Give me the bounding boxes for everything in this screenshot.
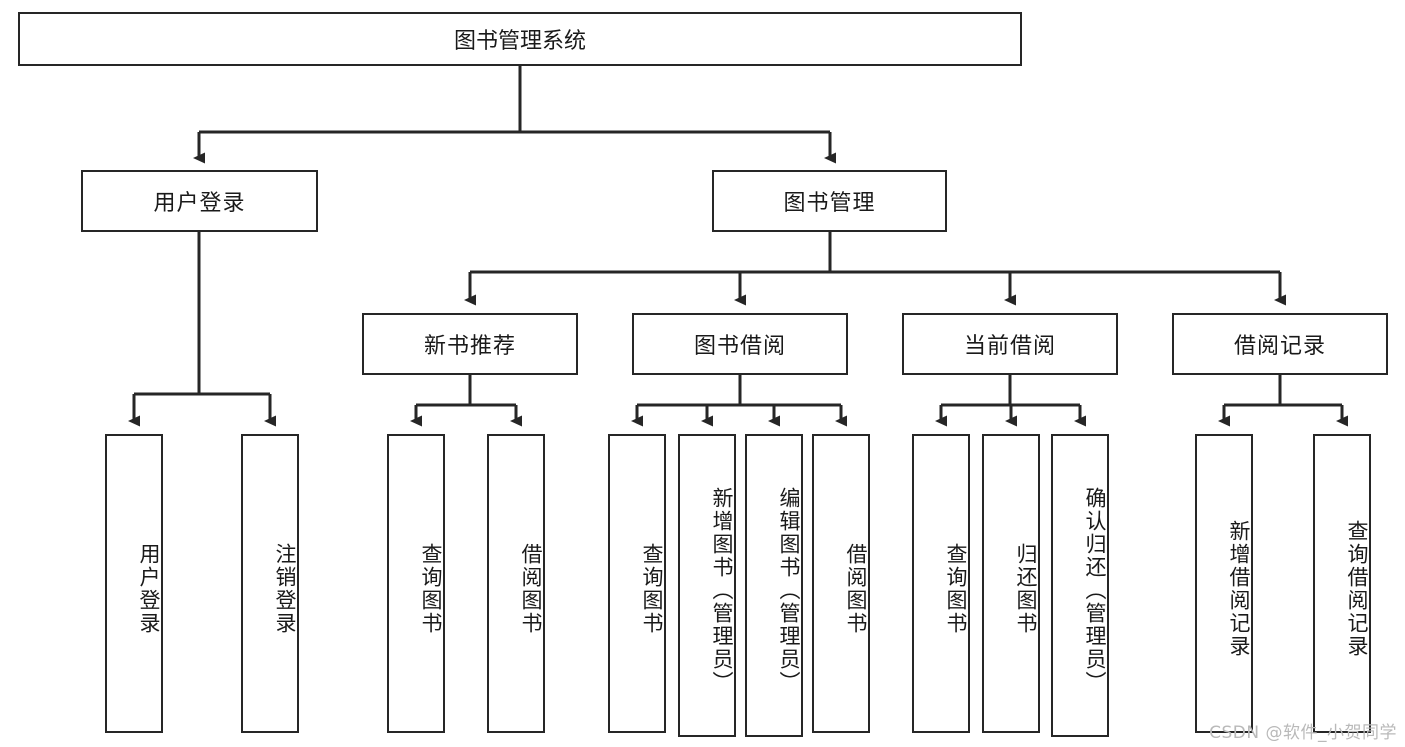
node-label: 用户登录: [137, 542, 161, 635]
leaf-edit-book-admin[interactable]: 编辑图书（管理员）: [745, 434, 803, 737]
node-new-book-recommend[interactable]: 新书推荐: [362, 313, 578, 375]
node-label: 注销登录: [273, 542, 297, 635]
leaf-query-book-newbook[interactable]: 查询图书: [387, 434, 445, 733]
leaf-add-book-admin[interactable]: 新增图书（管理员）: [678, 434, 736, 737]
node-label: 查询图书: [640, 542, 664, 635]
leaf-confirm-return-admin[interactable]: 确认归还（管理员）: [1051, 434, 1109, 737]
node-label: 图书借阅: [693, 334, 786, 359]
node-label: 图书管理: [783, 191, 876, 216]
leaf-borrow-book[interactable]: 借阅图书: [812, 434, 870, 733]
node-label: 查询图书: [944, 542, 968, 635]
node-user-login[interactable]: 用户登录: [81, 170, 318, 232]
node-label: 借阅记录: [1233, 334, 1326, 359]
node-label: 查询借阅记录: [1345, 519, 1369, 658]
leaf-add-borrow-record[interactable]: 新增借阅记录: [1195, 434, 1253, 733]
leaf-query-book-borrow[interactable]: 查询图书: [608, 434, 666, 733]
leaf-query-borrow-record[interactable]: 查询借阅记录: [1313, 434, 1371, 733]
node-current-borrow[interactable]: 当前借阅: [902, 313, 1118, 375]
node-label: 新书推荐: [423, 334, 516, 359]
csdn-watermark: CSDN @软件_小贺同学: [1209, 723, 1397, 743]
node-label: 图书管理系统: [453, 29, 586, 54]
node-label: 用户登录: [153, 191, 246, 216]
leaf-query-book-current[interactable]: 查询图书: [912, 434, 970, 733]
node-root-system[interactable]: 图书管理系统: [18, 12, 1022, 66]
node-label: 确认归还（管理员）: [1083, 487, 1107, 694]
node-label: 新增借阅记录: [1227, 519, 1251, 658]
node-book-borrow[interactable]: 图书借阅: [632, 313, 848, 375]
node-label: 归还图书: [1014, 542, 1038, 635]
node-label: 新增图书（管理员）: [710, 487, 734, 694]
leaf-logout[interactable]: 注销登录: [241, 434, 299, 733]
leaf-return-book[interactable]: 归还图书: [982, 434, 1040, 733]
node-label: 借阅图书: [844, 542, 868, 635]
node-label: 编辑图书（管理员）: [777, 487, 801, 694]
node-borrow-record[interactable]: 借阅记录: [1172, 313, 1388, 375]
node-book-management[interactable]: 图书管理: [712, 170, 947, 232]
node-label: 借阅图书: [519, 542, 543, 635]
node-label: 查询图书: [419, 542, 443, 635]
leaf-borrow-book-newbook[interactable]: 借阅图书: [487, 434, 545, 733]
node-label: 当前借阅: [963, 334, 1056, 359]
leaf-user-login[interactable]: 用户登录: [105, 434, 163, 733]
